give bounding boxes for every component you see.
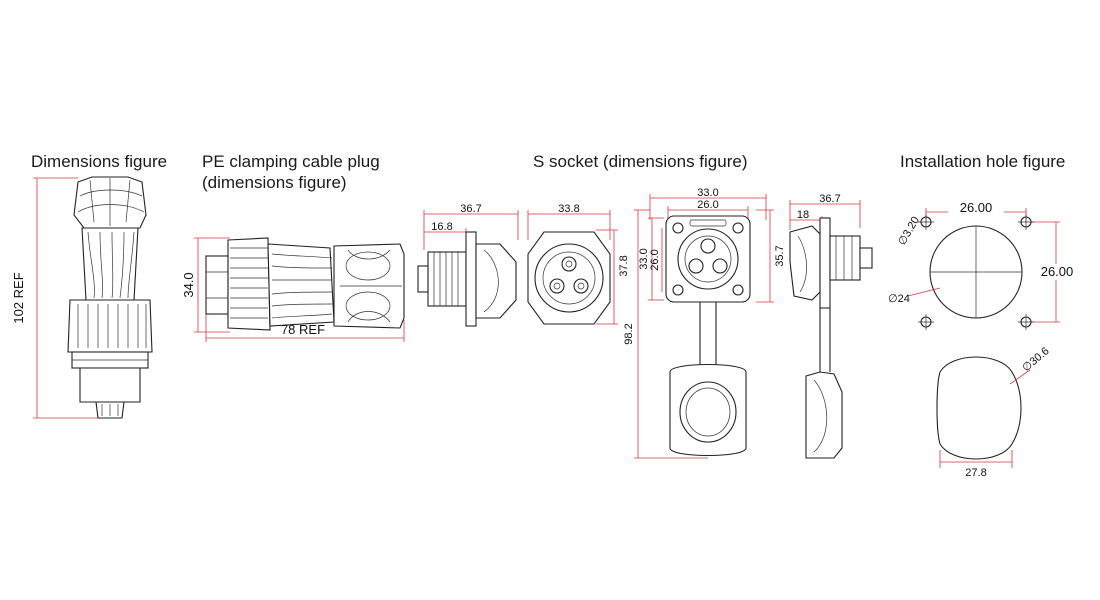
socket-flange-with-cap: 33.0 26.0 33.0 26.0 35.7 98.2	[623, 187, 786, 459]
installation-hole-figure: 26.00 26.00 ∅3.20 ∅24 27.8	[888, 200, 1080, 479]
dim-flange-width: 33.0	[697, 187, 718, 199]
dim-side-width: 36.7	[819, 193, 840, 205]
dim-socket-front-width: 33.8	[558, 203, 579, 215]
dim-flange-hole-spacing: 26.0	[697, 199, 718, 211]
dim-hole-spacing-v: 26.00	[1041, 264, 1074, 279]
dim-cutout-flat: 27.8	[965, 467, 986, 479]
dim-plug-diameter: 34.0	[181, 272, 196, 297]
heading-dimensions-figure: Dimensions figure	[31, 152, 168, 171]
vertical-plug-drawing: 102 REF	[11, 176, 153, 419]
dim-hole-small: ∅3.20	[896, 215, 922, 248]
dim-plug-length-ref: 102 REF	[11, 272, 26, 323]
dim-total-height-with-cap: 98.2	[623, 323, 635, 344]
dim-socket-side-width: 36.7	[460, 203, 481, 215]
dim-hole-spacing-h: 26.00	[960, 200, 993, 215]
dim-hole-main: ∅24	[888, 293, 910, 305]
dim-flange-height: 33.0	[638, 248, 650, 269]
dim-flange-full-height: 35.7	[774, 245, 786, 266]
heading-plug-line2: (dimensions figure)	[202, 173, 347, 192]
dim-flange-hole-spacing-v: 26.0	[649, 249, 661, 270]
dim-socket-front-height: 37.8	[618, 255, 630, 276]
dim-side-flange: 18	[797, 209, 809, 221]
socket-front-view: 33.8 37.8	[527, 203, 630, 325]
heading-socket: S socket (dimensions figure)	[533, 152, 748, 171]
dim-socket-side-flange: 16.8	[431, 221, 452, 233]
heading-plug-line1: PE clamping cable plug	[202, 152, 380, 171]
heading-installation: Installation hole figure	[900, 152, 1066, 171]
dim-cutout-diameter: ∅30.6	[1020, 345, 1051, 374]
dim-plug-ref-length: 78 REF	[281, 322, 325, 337]
horizontal-plug-drawing: 34.0 78 REF	[181, 237, 405, 342]
socket-side-with-cap: 36.7 18	[789, 193, 873, 459]
socket-side-view: 36.7 16.8	[417, 203, 519, 327]
